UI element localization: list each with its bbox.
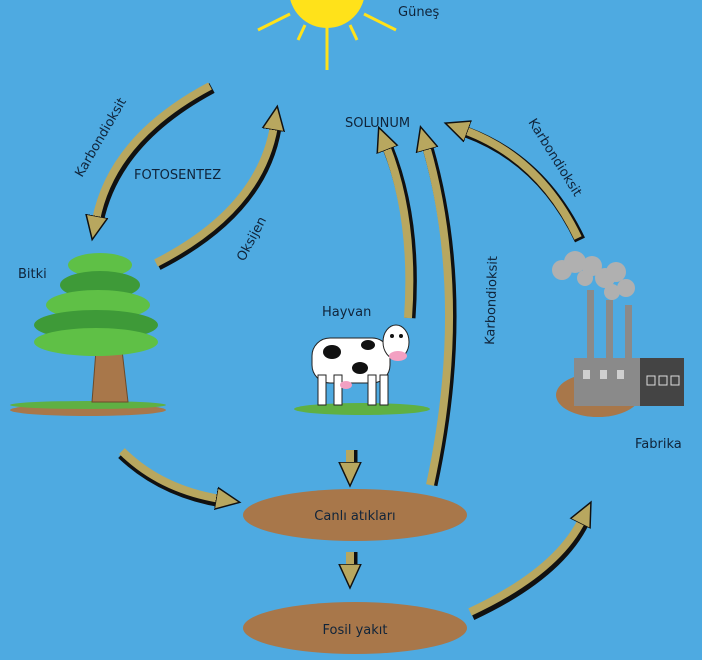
arrow-factory-to-respiration	[464, 130, 585, 243]
arrow-animal-to-waste	[350, 450, 352, 468]
fossil-fuel-node	[243, 602, 467, 654]
cow-icon	[294, 324, 430, 415]
respiration-label: SOLUNUM	[345, 116, 410, 131]
arrow-waste-to-fossil	[350, 552, 352, 570]
co2-right-label: Karbondioksit	[525, 116, 585, 199]
fossil-fuel-label: Fosil yakıt	[323, 623, 388, 638]
organic-waste-node	[243, 489, 467, 541]
factory-label: Fabrika	[635, 437, 682, 452]
co2-middle-label: Karbondioksit	[483, 256, 501, 345]
arrow-fossil-to-factory	[468, 520, 584, 620]
sun-label: Güneş	[398, 5, 440, 20]
arrow-plant-to-waste	[118, 448, 222, 502]
photosynthesis-label: FOTOSENTEZ	[134, 168, 221, 183]
arrow-animal-to-respiration	[386, 146, 417, 319]
arrow-co2-to-plant	[96, 82, 215, 222]
plant-label: Bitki	[18, 267, 47, 282]
tree-icon	[10, 253, 166, 416]
arrow-waste-to-respiration	[426, 146, 457, 487]
factory-icon	[552, 251, 684, 417]
arrow-oxygen	[154, 126, 276, 270]
oxygen-label: Oksijen	[234, 214, 270, 263]
animal-label: Hayvan	[322, 305, 371, 320]
sun-icon	[257, 0, 397, 70]
organic-waste-label: Canlı atıkları	[314, 509, 395, 524]
